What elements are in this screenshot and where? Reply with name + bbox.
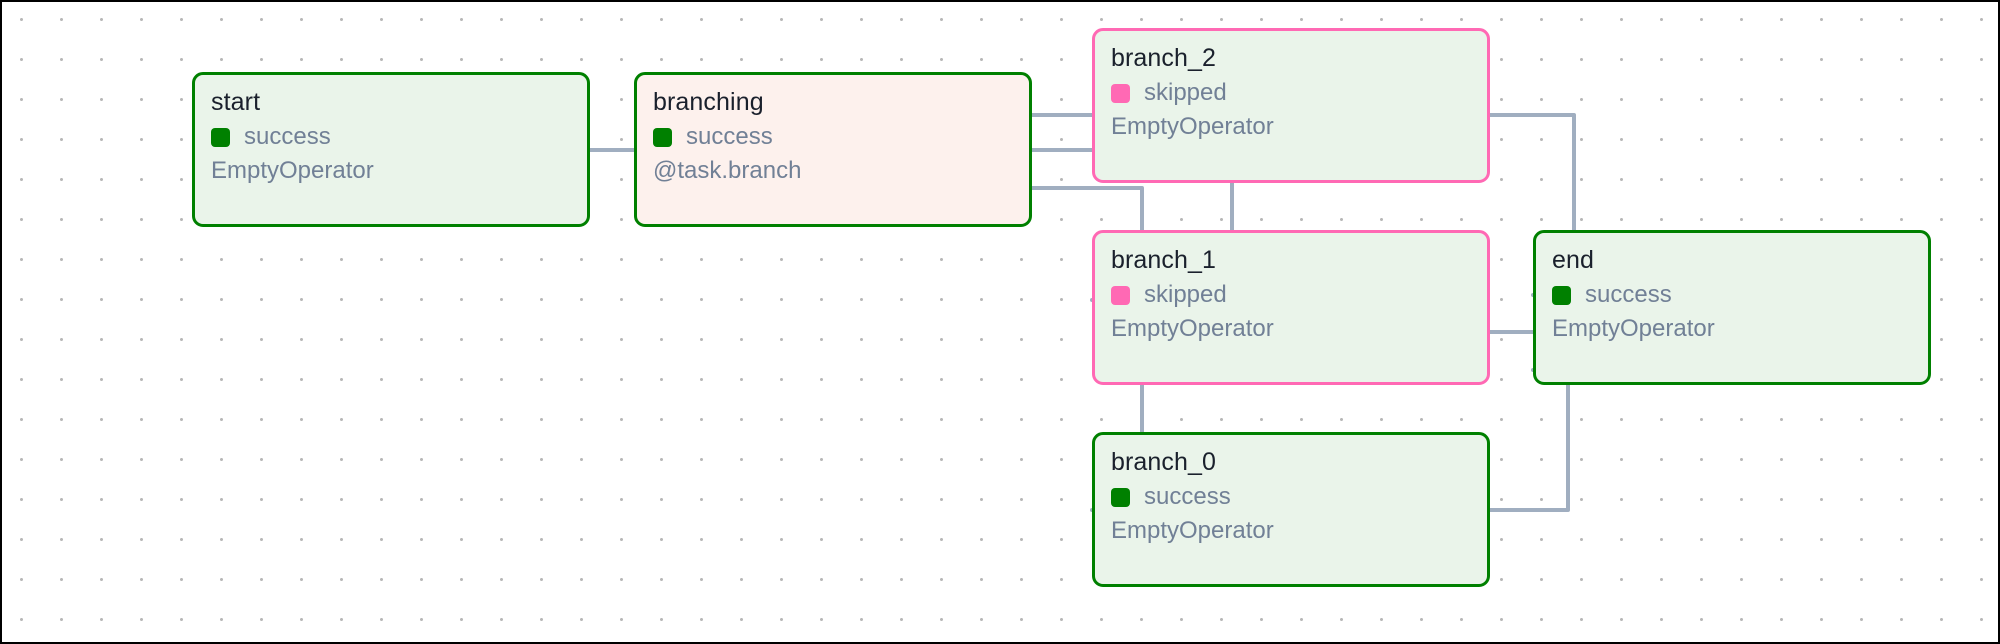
- status-swatch-icon: [1111, 285, 1130, 305]
- task-node-state-row: success: [653, 121, 1013, 153]
- task-node-title: start: [211, 88, 261, 116]
- task-node-state-label: success: [244, 123, 331, 150]
- task-node-state-label: success: [1144, 483, 1231, 510]
- task-node-state-row: success: [1111, 481, 1471, 513]
- task-node-operator: EmptyOperator: [1111, 517, 1274, 544]
- graph-edge: [1488, 368, 1570, 512]
- task-node-operator: EmptyOperator: [1111, 113, 1274, 140]
- status-swatch-icon: [1552, 285, 1571, 305]
- task-node-operator: EmptyOperator: [211, 157, 374, 184]
- status-swatch-icon: [653, 127, 672, 147]
- task-node-state-row: success: [1552, 279, 1912, 311]
- task-node-state-label: skipped: [1144, 281, 1227, 308]
- task-node-state-label: success: [686, 123, 773, 150]
- task-node-state-label: skipped: [1144, 79, 1227, 106]
- task-node-title: branching: [653, 88, 764, 116]
- task-node-title: branch_2: [1111, 44, 1217, 72]
- task-node-branching[interactable]: branching success @task.branch: [634, 72, 1032, 227]
- task-node-operator: EmptyOperator: [1111, 315, 1274, 342]
- task-node-state-row: success: [211, 121, 571, 153]
- task-node-operator: @task.branch: [653, 157, 802, 184]
- task-node-state-row: skipped: [1111, 77, 1471, 109]
- status-swatch-icon: [1111, 83, 1130, 103]
- task-node-state-label: success: [1585, 281, 1672, 308]
- task-node-title: end: [1552, 246, 1595, 274]
- status-swatch-icon: [1111, 487, 1130, 507]
- task-node-state-row: skipped: [1111, 279, 1471, 311]
- task-node-operator: EmptyOperator: [1552, 315, 1715, 342]
- task-node-title: branch_1: [1111, 246, 1217, 274]
- status-swatch-icon: [211, 127, 230, 147]
- task-node-title: branch_0: [1111, 448, 1217, 476]
